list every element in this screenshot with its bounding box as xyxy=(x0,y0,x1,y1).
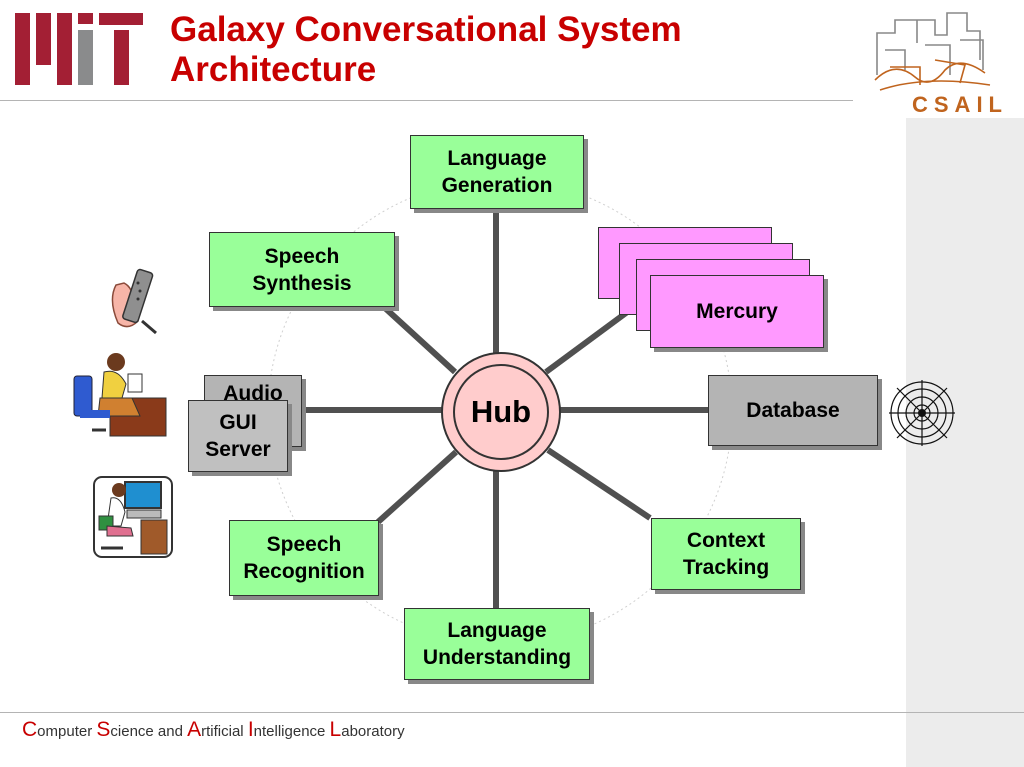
spoke-speech-synthesis xyxy=(382,305,458,375)
footer-text: cience and xyxy=(110,723,188,740)
node-gui-server[interactable]: GUI Server xyxy=(188,400,288,472)
node-label: Mercury xyxy=(696,300,778,323)
node-database[interactable]: Database xyxy=(708,375,878,446)
person-computer-icon xyxy=(93,476,173,558)
mit-logo xyxy=(15,13,143,85)
spoke-speech-recognition xyxy=(375,449,459,525)
slide-title: Galaxy Conversational System Architectur… xyxy=(170,10,682,89)
spoke-context-tracking xyxy=(546,447,652,521)
footer-text: aboratory xyxy=(341,723,405,740)
footer-text: omputer xyxy=(37,723,97,740)
node-label: Context Tracking xyxy=(682,529,770,579)
node-label: GUI Server xyxy=(205,411,271,461)
node-label: Speech Synthesis xyxy=(252,244,352,295)
phone-handset-icon xyxy=(111,268,157,335)
footer-divider xyxy=(0,712,1024,713)
node-context-tracking[interactable]: Context Tracking xyxy=(651,518,801,590)
spoke-mercury xyxy=(544,307,632,375)
node-label: Language Generation xyxy=(441,147,553,197)
footer-lab-name: Computer Science and Artificial Intellig… xyxy=(22,718,405,742)
csail-logo-text: CSAIL xyxy=(912,92,1008,117)
right-sidebar-panel xyxy=(906,118,1024,767)
hub[interactable]: Hub xyxy=(453,364,549,460)
footer-initial-s: S xyxy=(96,718,111,741)
node-label: Audio xyxy=(223,382,283,405)
footer-text: rtificial xyxy=(201,723,248,740)
footer-initial-a: A xyxy=(187,718,202,741)
node-speech-recognition[interactable]: Speech Recognition xyxy=(229,520,379,596)
node-label: Database xyxy=(746,399,840,422)
footer-initial-c: C xyxy=(22,718,38,741)
node-mercury[interactable]: Mercury xyxy=(650,275,824,348)
node-label: Language Understanding xyxy=(422,619,572,669)
footer-text: ntelligence xyxy=(253,723,330,740)
title-divider xyxy=(0,100,853,101)
spider-web-icon xyxy=(889,380,955,446)
csail-logo xyxy=(874,12,991,91)
footer-initial-i: I xyxy=(247,718,254,741)
node-language-generation[interactable]: Language Generation xyxy=(410,135,584,209)
footer-initial-l: L xyxy=(329,718,342,741)
node-language-understanding[interactable]: Language Understanding xyxy=(404,608,590,680)
node-speech-synthesis[interactable]: Speech Synthesis xyxy=(209,232,395,307)
person-desk-phone-icon xyxy=(73,353,167,437)
hub-label: Hub xyxy=(470,394,532,429)
node-label: Speech Recognition xyxy=(243,533,365,583)
